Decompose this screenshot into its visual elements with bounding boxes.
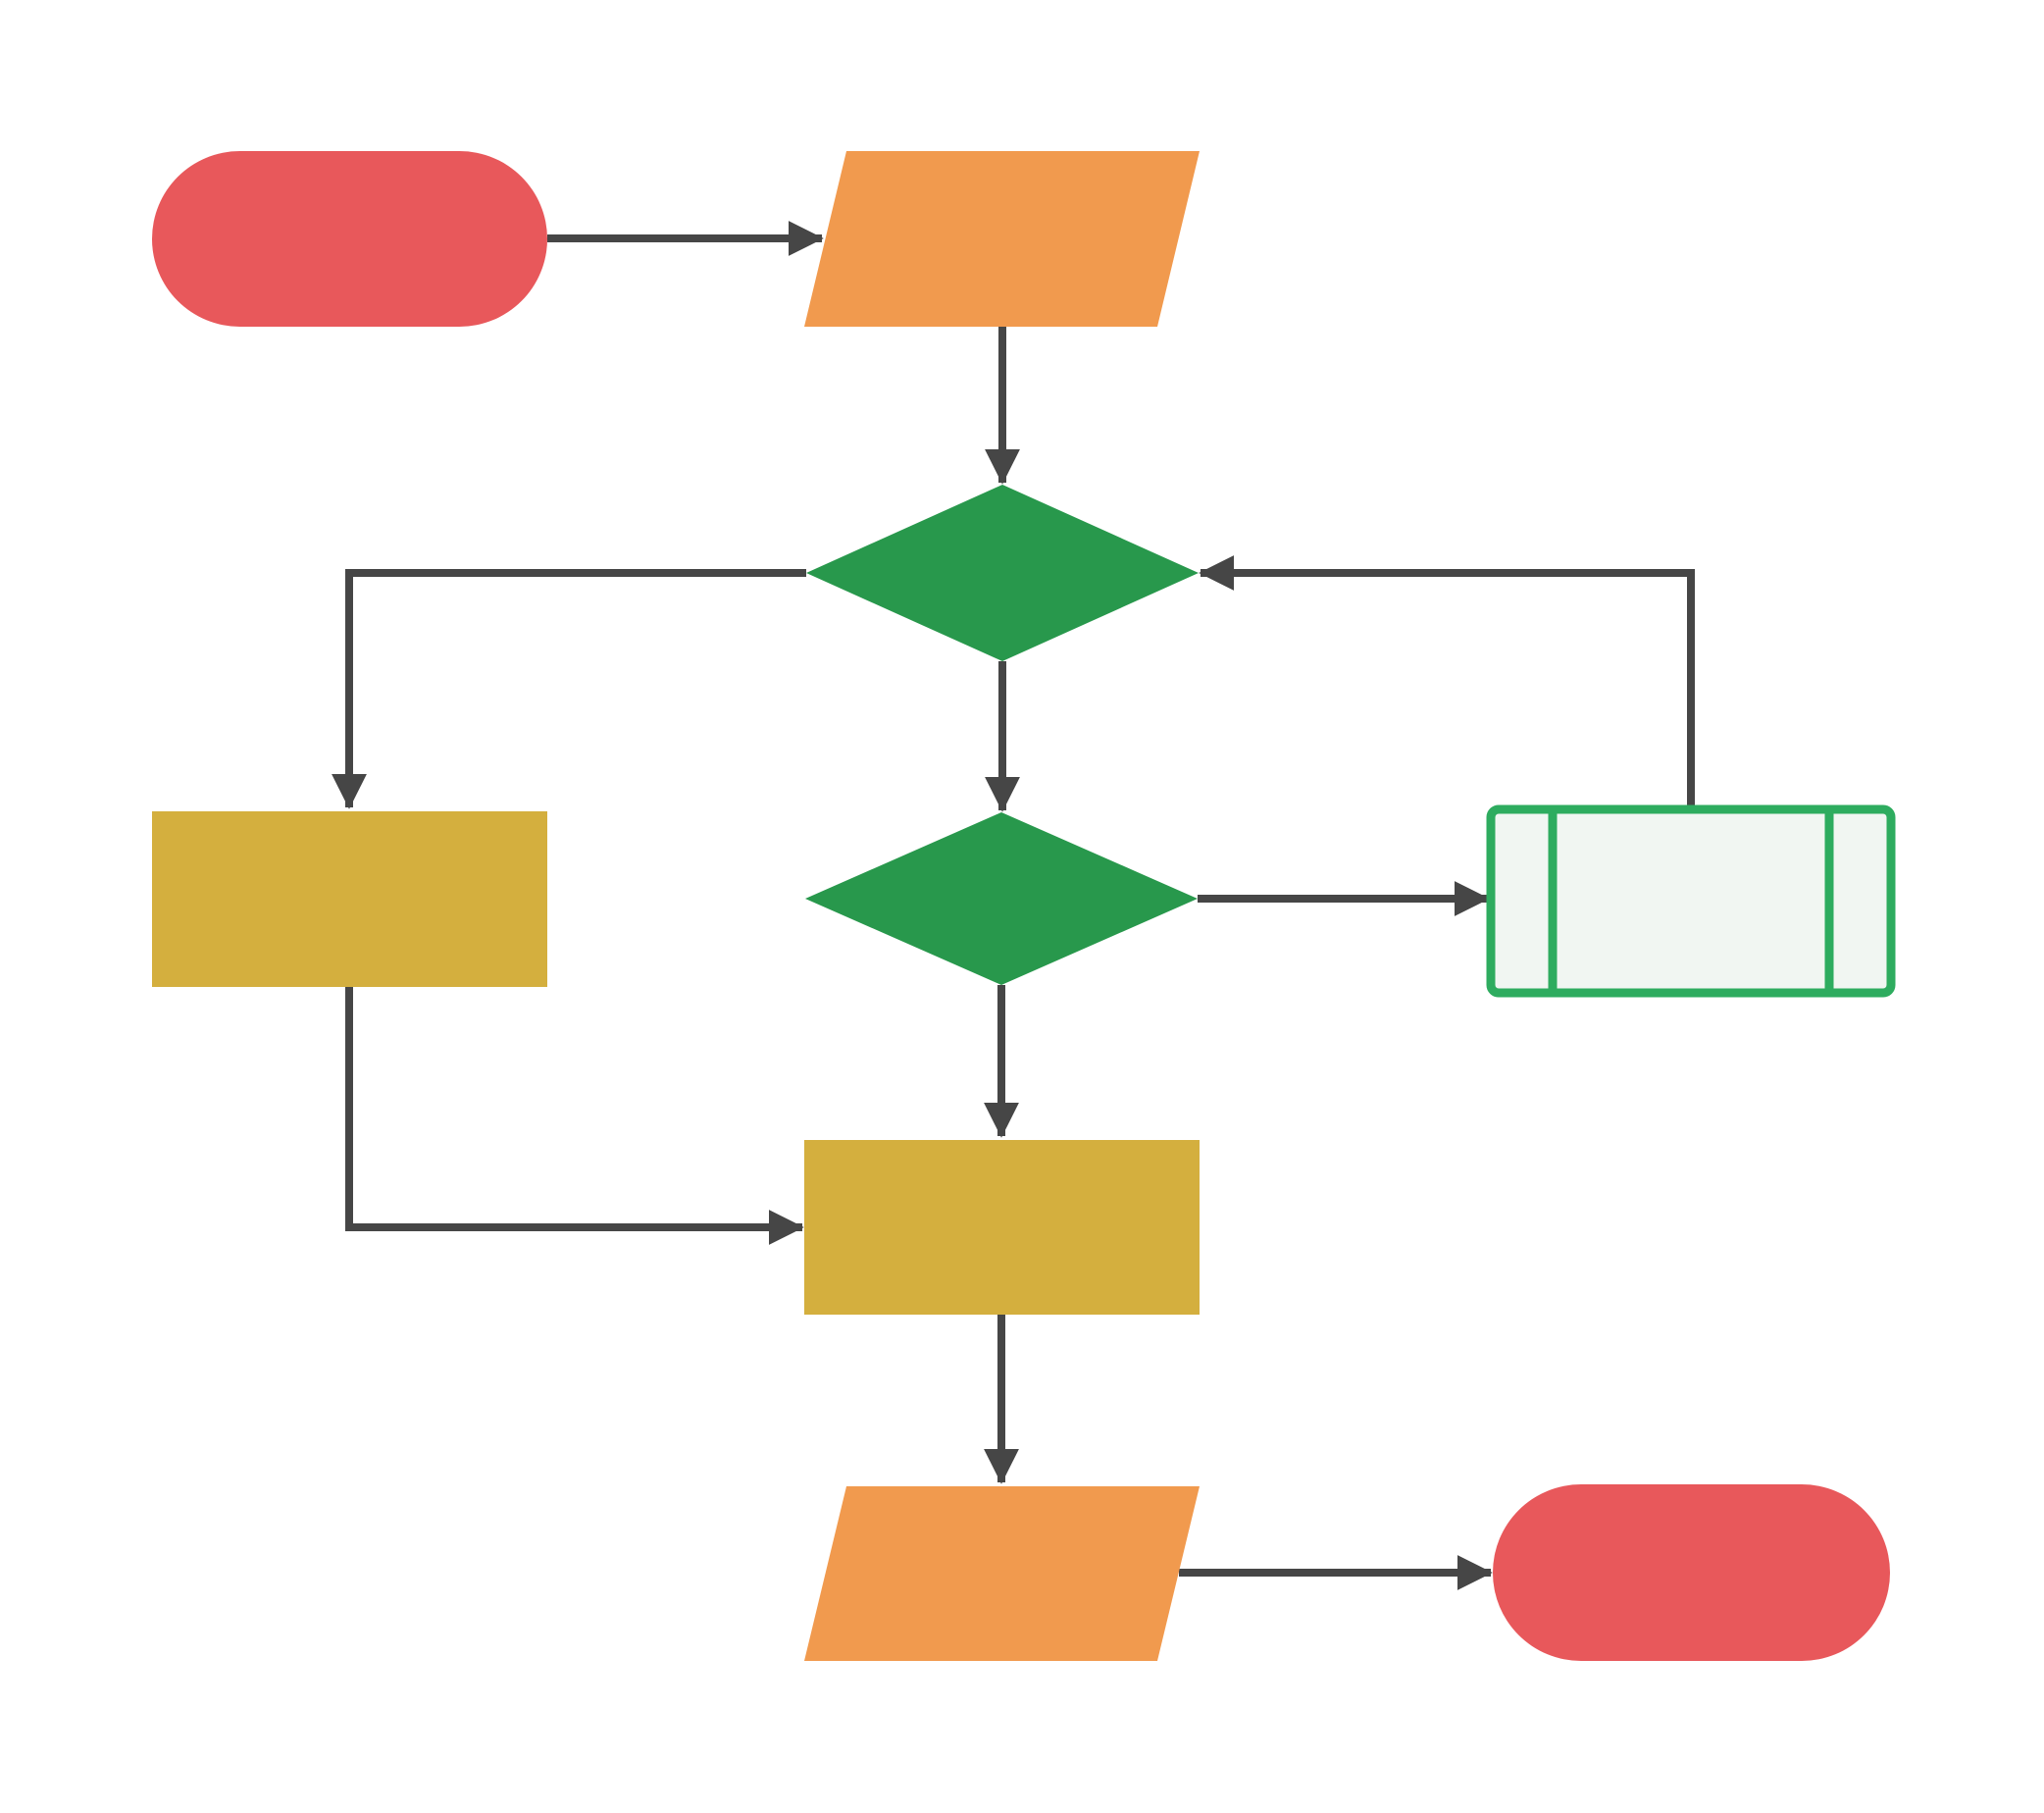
- end-terminator[interactable]: [1493, 1484, 1890, 1661]
- edge-process-left-to-process-center: [345, 987, 804, 1245]
- predefined-process[interactable]: [1486, 804, 1896, 998]
- predefined-process-border: [1486, 804, 1896, 998]
- output-parallelogram[interactable]: [804, 1486, 1200, 1661]
- process-center[interactable]: [804, 1140, 1200, 1315]
- edge-predefined-to-decision1: [1199, 555, 1695, 809]
- decision-2[interactable]: [805, 812, 1198, 985]
- decision-1[interactable]: [806, 485, 1199, 661]
- start-terminator[interactable]: [152, 151, 547, 327]
- edge-decision1-to-process-left: [332, 569, 806, 809]
- process-left[interactable]: [152, 811, 547, 987]
- input-parallelogram[interactable]: [804, 151, 1200, 327]
- node-layer: [152, 151, 1896, 1661]
- connector-layer: [332, 221, 1695, 1590]
